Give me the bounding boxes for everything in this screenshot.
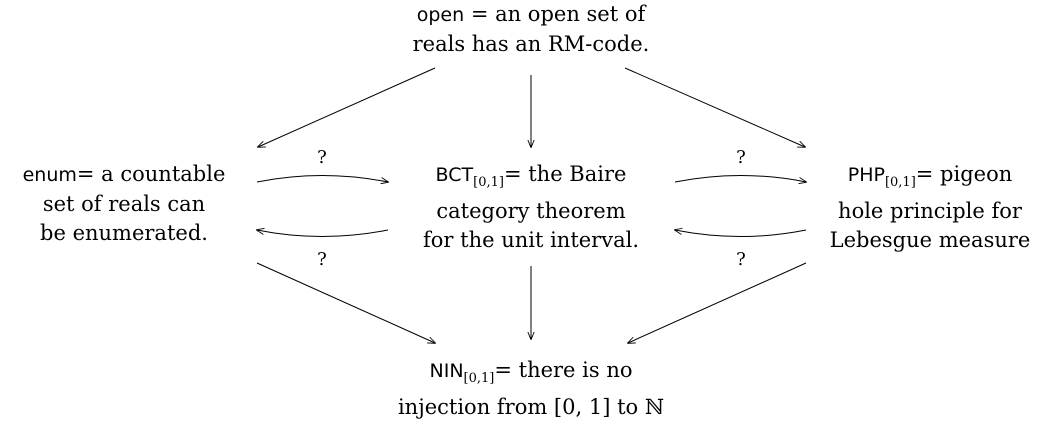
node-bct-line1: BCT[0,1]= the Baire (393, 160, 669, 197)
arrow-open-to-enum (258, 67, 436, 147)
node-enum-line3: be enumerated. (40, 221, 208, 245)
node-nin: NIN[0,1]= there is no injection from [0,… (346, 356, 716, 422)
node-open-name: open (416, 4, 465, 26)
node-open-line1: open = an open set of (331, 0, 731, 30)
node-php-line1: PHP[0,1]= pigeon (812, 160, 1048, 197)
node-php-line1-text: = pigeon (915, 162, 1013, 186)
node-enum-line1: enum= a countable (0, 160, 248, 190)
node-enum-line1-text: = a countable (76, 162, 226, 186)
node-nin-line1: NIN[0,1]= there is no (346, 356, 716, 393)
node-enum: enum= a countable set of reals can be en… (0, 160, 248, 248)
node-php-line3: Lebesgue measure (829, 228, 1031, 252)
node-php: PHP[0,1]= pigeon hole principle for Lebe… (812, 160, 1048, 255)
node-open-line1-text: = an open set of (464, 2, 646, 26)
arrow-open-to-php (624, 67, 805, 147)
node-nin-subscript: [0,1] (463, 371, 495, 386)
node-enum-line2: set of reals can (42, 192, 206, 216)
node-bct-name: BCT (435, 164, 474, 186)
arrow-enum-to-bct (256, 175, 388, 183)
node-bct-line3: for the unit interval. (423, 228, 639, 252)
arrow-php-to-nin (628, 262, 807, 343)
question-label-bct-php: ? (736, 147, 746, 168)
node-bct: BCT[0,1]= the Baire category theorem for… (393, 160, 669, 255)
arrow-enum-to-nin (256, 262, 435, 343)
node-open: open = an open set of reals has an RM-co… (331, 0, 731, 59)
arrow-php-to-bct (675, 230, 807, 237)
node-enum-name: enum (22, 164, 77, 186)
node-php-line2: hole principle for (838, 199, 1022, 223)
node-nin-line2: injection from [0, 1] to ℕ (397, 395, 665, 419)
node-bct-line2: category theorem (436, 199, 626, 223)
question-label-bct-enum: ? (317, 249, 327, 270)
node-bct-subscript: [0,1] (473, 175, 504, 190)
node-php-subscript: [0,1] (884, 175, 916, 190)
node-open-line2: reals has an RM-code. (412, 32, 650, 56)
node-php-name: PHP (847, 164, 885, 186)
node-bct-line1-text: = the Baire (503, 162, 627, 186)
arrow-bct-to-enum (257, 230, 389, 237)
node-nin-line1-text: = there is no (494, 358, 633, 382)
arrow-bct-to-php (674, 175, 806, 183)
node-nin-name: NIN (429, 360, 464, 382)
question-label-enum-bct: ? (317, 147, 327, 168)
question-label-php-bct: ? (736, 249, 746, 270)
